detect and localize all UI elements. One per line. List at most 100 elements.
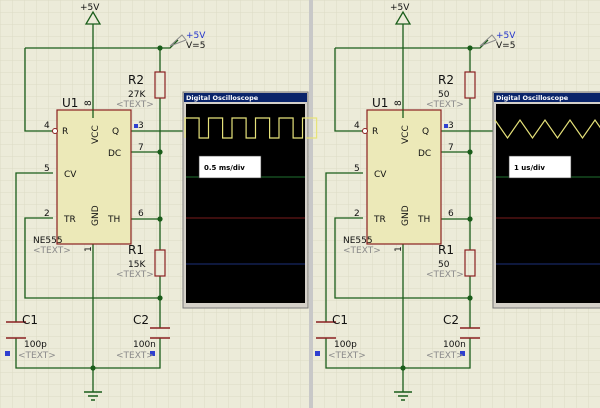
pin-label-tr: TR bbox=[373, 215, 386, 225]
junction-dot bbox=[157, 216, 163, 222]
r2-text-placeholder: <TEXT> bbox=[116, 100, 154, 110]
pin-number-7: 7 bbox=[138, 143, 144, 153]
trigger-wire bbox=[334, 217, 471, 299]
pin-label-gnd: GND bbox=[91, 205, 101, 226]
resistor-r2[interactable] bbox=[154, 71, 166, 99]
pin-number-3: 3 bbox=[448, 121, 454, 131]
oscilloscope-title: Digital Oscilloscope bbox=[186, 94, 259, 102]
ground-rail-wire bbox=[15, 338, 161, 369]
oscilloscope-screen bbox=[496, 104, 600, 303]
pin-label-dc: DC bbox=[108, 149, 121, 159]
timebase-label: 0.5 ms/div bbox=[204, 164, 245, 172]
c1-pin-marker bbox=[5, 351, 10, 356]
scope-waveform bbox=[184, 117, 318, 139]
c2-pin-marker bbox=[150, 351, 155, 356]
pin-number-8: 8 bbox=[84, 100, 94, 106]
cv-wire bbox=[325, 172, 363, 322]
r1-ref-label: R1 bbox=[128, 243, 144, 257]
r1-value-label: 50 bbox=[438, 260, 450, 270]
r1-ref-label: R1 bbox=[438, 243, 454, 257]
c1-ref-label: C1 bbox=[332, 313, 348, 327]
pin-number-2: 2 bbox=[44, 209, 50, 219]
c1-ref-label: C1 bbox=[22, 313, 38, 327]
c2-value-label: 100n bbox=[443, 340, 466, 350]
chip-text-placeholder: <TEXT> bbox=[343, 246, 381, 256]
output-pin-marker bbox=[444, 124, 448, 128]
pin-label-q: Q bbox=[422, 127, 429, 137]
oscilloscope-title: Digital Oscilloscope bbox=[496, 94, 569, 102]
pin-number-8: 8 bbox=[394, 100, 404, 106]
resistor-r2[interactable] bbox=[464, 71, 476, 99]
pin-label-reset: R bbox=[372, 127, 378, 137]
r2-ref-label: R2 bbox=[438, 73, 454, 87]
c2-pin-marker bbox=[460, 351, 465, 356]
pin-number-4: 4 bbox=[354, 121, 360, 131]
c1-pin-marker bbox=[315, 351, 320, 356]
c2-ref-label: C2 bbox=[443, 313, 459, 327]
voltage-probe-icon[interactable] bbox=[479, 34, 497, 47]
pin-label-gnd: GND bbox=[401, 205, 411, 226]
timebase-box bbox=[508, 155, 572, 179]
r2-value-label: 27K bbox=[128, 90, 146, 100]
pin-number-6: 6 bbox=[448, 209, 454, 219]
pin-label-tr: TR bbox=[63, 215, 76, 225]
junction-dot bbox=[467, 216, 473, 222]
pin-number-5: 5 bbox=[44, 164, 50, 174]
reset-inversion-bubble bbox=[362, 128, 368, 134]
oscilloscope-titlebar bbox=[184, 93, 307, 102]
pin-number-4: 4 bbox=[44, 121, 50, 131]
reset-inversion-bubble bbox=[52, 128, 58, 134]
junction-dot bbox=[400, 365, 406, 371]
pin-label-cv: CV bbox=[374, 170, 387, 180]
ne555-chip[interactable] bbox=[56, 109, 132, 245]
c1-value-label: 100p bbox=[334, 340, 357, 350]
output-pin-marker bbox=[134, 124, 138, 128]
vcc-terminal-label: +5V bbox=[390, 3, 410, 13]
reset-wire bbox=[334, 48, 363, 132]
vcc-terminal-arrow bbox=[84, 10, 102, 25]
voltage-probe-icon[interactable] bbox=[169, 34, 187, 47]
probe-lead-wire bbox=[160, 39, 179, 49]
r2-value-label: 50 bbox=[438, 90, 450, 100]
ne555-chip[interactable] bbox=[366, 109, 442, 245]
pin-number-6: 6 bbox=[138, 209, 144, 219]
pin-label-q: Q bbox=[112, 127, 119, 137]
r1-text-placeholder: <TEXT> bbox=[116, 270, 154, 280]
probe-lead-wire bbox=[470, 39, 489, 49]
pin-label-dc: DC bbox=[418, 149, 431, 159]
r2-text-placeholder: <TEXT> bbox=[426, 100, 464, 110]
timebase-label: 1 us/div bbox=[514, 164, 545, 172]
r1-text-placeholder: <TEXT> bbox=[426, 270, 464, 280]
r1-value-label: 15K bbox=[128, 260, 146, 270]
pin-number-1: 1 bbox=[394, 246, 404, 252]
panel-left: +5V+5VV=5RCVTRQDCTHVCCGND48375216U1NE555… bbox=[5, 3, 318, 401]
timebase-box bbox=[198, 155, 262, 179]
probe-value: V=5 bbox=[496, 41, 515, 51]
junction-dot bbox=[157, 45, 163, 51]
c2-text-placeholder: <TEXT> bbox=[426, 351, 464, 361]
chip-part-label: NE555 bbox=[343, 236, 373, 246]
pin-number-7: 7 bbox=[448, 143, 454, 153]
c2-ref-label: C2 bbox=[133, 313, 149, 327]
junction-dot bbox=[467, 149, 473, 155]
resistor-r1[interactable] bbox=[154, 249, 166, 277]
pin-label-th: TH bbox=[107, 215, 120, 225]
c1-value-label: 100p bbox=[24, 340, 47, 350]
r2-ref-label: R2 bbox=[128, 73, 144, 87]
c2-value-label: 100n bbox=[133, 340, 156, 350]
junction-dot bbox=[157, 295, 163, 301]
chip-part-label: NE555 bbox=[33, 236, 63, 246]
junction-dot bbox=[90, 365, 96, 371]
probe-label: +5V bbox=[496, 31, 516, 41]
pin-label-th: TH bbox=[417, 215, 430, 225]
resistor-r1[interactable] bbox=[464, 249, 476, 277]
pin-label-vcc: VCC bbox=[401, 125, 411, 144]
pin-label-reset: R bbox=[62, 127, 68, 137]
oscilloscope-titlebar bbox=[494, 93, 600, 102]
junction-dot bbox=[467, 295, 473, 301]
panel-divider bbox=[309, 0, 313, 408]
ground-rail-wire bbox=[325, 338, 471, 369]
pin-number-1: 1 bbox=[84, 246, 94, 252]
chip-ref-label: U1 bbox=[372, 96, 388, 110]
